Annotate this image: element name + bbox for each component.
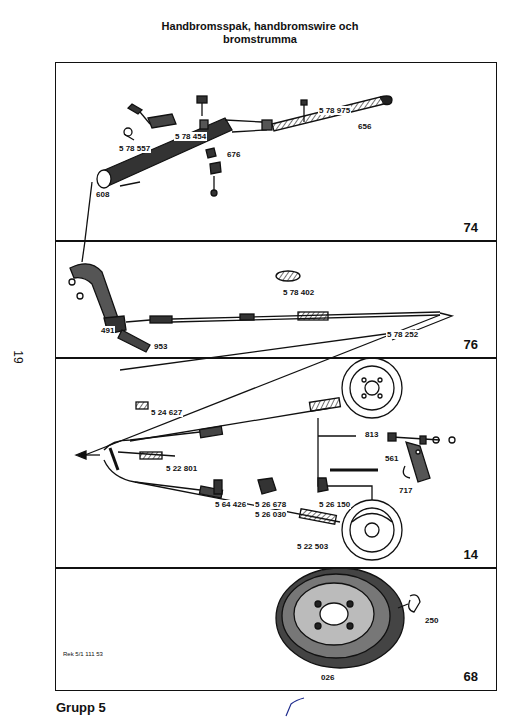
page-title: Handbromsspak, handbromswire och bromstr…: [155, 20, 365, 46]
group-footer: Grupp 5: [55, 700, 107, 715]
hand-brake-lever: [85, 96, 392, 240]
callout-number: 5 78 557: [118, 144, 151, 153]
callout-number: 5 24 627: [150, 408, 183, 417]
callout-number: 717: [398, 486, 413, 495]
callout-number: 656: [357, 122, 372, 131]
panel-number: 76: [464, 337, 478, 352]
callout-number: 250: [424, 616, 439, 625]
callout-number: 953: [153, 342, 168, 351]
brake-cable-assembly: [76, 358, 455, 560]
panel-number: 14: [464, 547, 478, 562]
catalog-panel: 14: [55, 357, 497, 569]
handwritten-check: [286, 698, 304, 716]
callout-number: 676: [226, 150, 241, 159]
callout-number: 5 78 975: [318, 106, 351, 115]
callout-number: 5 22 503: [296, 542, 329, 551]
callout-number: 5 78 252: [386, 330, 419, 339]
callout-number: 5 26 030: [254, 510, 287, 519]
panel-number: 68: [464, 669, 478, 684]
callout-number: 5 78 402: [282, 288, 315, 297]
callout-number: 5 64 426: [214, 500, 247, 509]
callout-number: 561: [384, 454, 399, 463]
hand-brake-cable: [69, 241, 452, 455]
callout-number: 491: [100, 326, 115, 335]
callout-number: 813: [364, 430, 379, 439]
brake-drum: [276, 568, 420, 668]
catalog-panel: 68: [55, 567, 497, 691]
catalog-panel: 76: [55, 240, 497, 359]
callout-number: 5 26 678: [254, 500, 287, 509]
panel-number: 74: [464, 220, 478, 235]
callout-number: 608: [95, 190, 110, 199]
callout-number: 5 78 454: [174, 132, 207, 141]
print-note: Rek 5/1 111 53: [62, 650, 104, 659]
callout-number: 5 22 801: [165, 464, 198, 473]
page-number: 19: [11, 349, 25, 364]
callout-number: 5 26 150: [318, 500, 351, 509]
callout-number: 026: [320, 673, 335, 682]
